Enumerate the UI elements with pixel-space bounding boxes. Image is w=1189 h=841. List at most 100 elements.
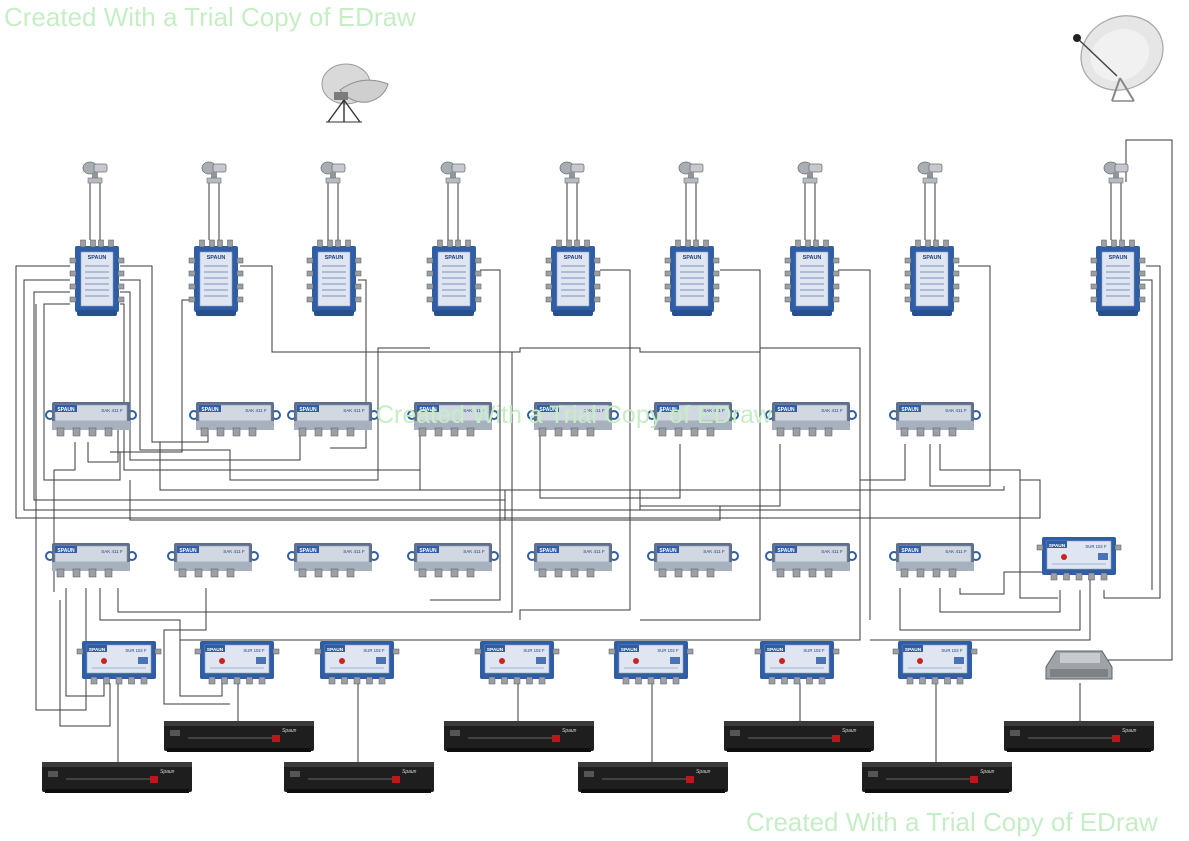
lnb-icon (201, 161, 227, 184)
diseqc-switch-icon: SPAUN SUR 102 F (892, 641, 978, 685)
cable-route (120, 279, 430, 481)
svg-text:SPAUN: SPAUN (777, 548, 795, 554)
splitter-icon: SPAUN SAK 411 F (889, 543, 981, 578)
cable-route (179, 352, 861, 696)
cable-route (120, 291, 301, 461)
svg-text:Spaun: Spaun (696, 769, 711, 775)
svg-text:SPAUN: SPAUN (57, 407, 75, 413)
svg-text:SPAUN: SPAUN (539, 548, 557, 554)
satellite-receiver-icon: Spaun (164, 721, 314, 752)
svg-text:SUR 102 F: SUR 102 F (523, 648, 545, 653)
multiswitch-icon: SPAUN (306, 239, 362, 316)
svg-text:SPAUN: SPAUN (539, 407, 557, 413)
svg-text:SPAUN: SPAUN (419, 548, 437, 554)
cable-route (65, 588, 105, 697)
svg-text:SUR 102 F: SUR 102 F (1085, 544, 1107, 549)
cable-route (53, 442, 76, 592)
svg-text:SAK 411 F: SAK 411 F (945, 549, 967, 554)
diseqc-switch-icon: SPAUN SUR 102 F (314, 641, 400, 685)
svg-text:SPAUN: SPAUN (905, 647, 922, 653)
multiswitch-icon: SPAUN (664, 239, 720, 316)
lnb-icon (1103, 161, 1129, 184)
svg-text:SPAUN: SPAUN (57, 548, 75, 554)
svg-text:SAK 411 F: SAK 411 F (343, 549, 365, 554)
svg-text:Spaun: Spaun (562, 728, 577, 734)
multiswitch-icon: SPAUN (426, 239, 482, 316)
svg-text:SPAUN: SPAUN (299, 548, 317, 554)
svg-text:SPAUN: SPAUN (179, 548, 197, 554)
cable-route (640, 269, 761, 621)
watermark-middle: Created With a Trial Copy of EDraw (376, 401, 772, 429)
cable-route (110, 299, 190, 453)
cable-route (929, 265, 991, 487)
multiswitch-icon: SPAUN (545, 239, 601, 316)
cable-route (120, 303, 421, 471)
svg-text:SPAUN: SPAUN (207, 647, 224, 653)
svg-text:SPAUN: SPAUN (327, 647, 344, 653)
svg-text:SAK 411 F: SAK 411 F (703, 408, 725, 413)
svg-text:SPAUN: SPAUN (419, 407, 437, 413)
svg-text:SAK 411 F: SAK 411 F (463, 408, 485, 413)
cable-route (519, 269, 631, 620)
satellite-receiver-icon: Spaun (724, 721, 874, 752)
cable-route (899, 588, 1081, 631)
svg-text:SUR 102 F: SUR 102 F (941, 648, 963, 653)
multiswitch-icon: SPAUN (69, 239, 125, 316)
svg-text:Spaun: Spaun (160, 769, 175, 775)
cable-route (240, 265, 861, 474)
svg-text:SPAUN: SPAUN (659, 407, 677, 413)
multifocus-satellite-dish-icon (321, 63, 389, 123)
lnb-icon (678, 161, 704, 184)
splitter-icon: SPAUN SAK 411 F (407, 402, 499, 437)
svg-text:SAK 411 F: SAK 411 F (821, 549, 843, 554)
splitter-icon: SPAUN SAK 411 F (765, 543, 857, 578)
splitter-icon: SPAUN SAK 411 F (45, 543, 137, 578)
svg-text:SPAUN: SPAUN (901, 407, 919, 413)
svg-text:SUR 102 F: SUR 102 F (125, 648, 147, 653)
svg-text:SPAUN: SPAUN (1049, 543, 1066, 549)
splitter-icon: SPAUN SAK 411 F (647, 402, 739, 437)
cable-route (419, 434, 506, 520)
svg-text:SPAUN: SPAUN (901, 548, 919, 554)
svg-text:SPAUN: SPAUN (683, 255, 702, 261)
svg-text:SPAUN: SPAUN (777, 407, 795, 413)
cable-route (1090, 139, 1173, 661)
cable-route (129, 480, 721, 521)
svg-text:SAK 411 F: SAK 411 F (101, 549, 123, 554)
line-amplifier-icon (1045, 650, 1113, 680)
svg-text:Spaun: Spaun (980, 769, 995, 775)
lnb-icon (320, 161, 346, 184)
cable-route (1103, 265, 1161, 599)
diseqc-switch-icon: SPAUN SUR 102 F (1036, 537, 1122, 581)
svg-text:SAK 411 F: SAK 411 F (583, 549, 605, 554)
splitter-icon: SPAUN SAK 411 F (287, 543, 379, 578)
svg-text:SPAUN: SPAUN (564, 255, 583, 261)
svg-text:SUR 102 F: SUR 102 F (657, 648, 679, 653)
svg-text:SUR 102 F: SUR 102 F (363, 648, 385, 653)
satellite-receiver-icon: Spaun (284, 762, 434, 793)
cable-route (159, 442, 1005, 491)
svg-text:SAK 411 F: SAK 411 F (703, 549, 725, 554)
cable-route (640, 444, 781, 507)
cable-route (838, 269, 871, 620)
svg-text:SPAUN: SPAUN (803, 255, 822, 261)
cable-route (87, 420, 119, 463)
satellite-receiver-icon: Spaun (578, 762, 728, 793)
satellite-dish-icon (1073, 15, 1164, 102)
cable-route (539, 434, 681, 499)
svg-text:SAK 411 F: SAK 411 F (101, 408, 123, 413)
svg-text:SAK 411 F: SAK 411 F (223, 549, 245, 554)
satellite-receiver-icon: Spaun (862, 762, 1012, 793)
splitter-icon: SPAUN SAK 411 F (167, 543, 259, 578)
